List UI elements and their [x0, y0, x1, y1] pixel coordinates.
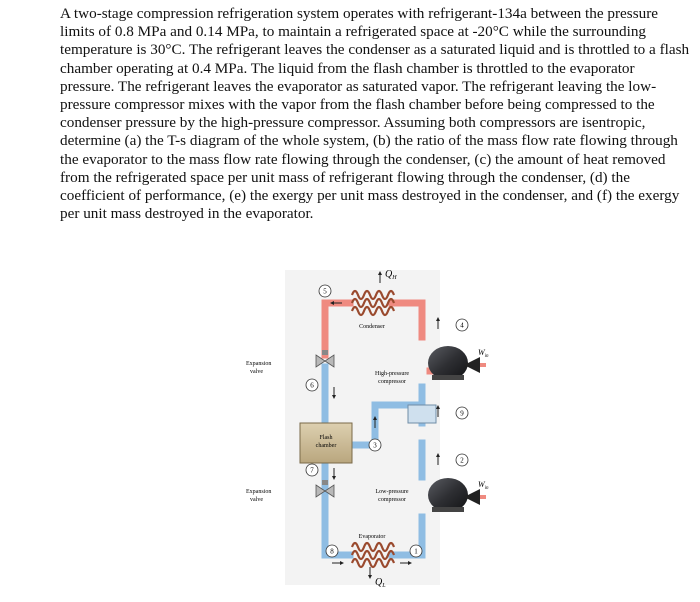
condenser-label: Condenser	[359, 324, 385, 330]
win-bottom-label: Win	[478, 480, 489, 491]
expansion-valve-bottom-label-2: valve	[250, 497, 263, 503]
svg-text:4: 4	[460, 322, 464, 330]
expansion-valve-bottom	[315, 480, 335, 498]
expansion-valve-top-label-2: valve	[250, 369, 263, 375]
state-4: 4	[455, 318, 469, 332]
pipe-flash-to-mixer	[348, 383, 426, 449]
condenser-coil	[350, 289, 396, 317]
state-3: 3	[368, 438, 382, 452]
state-1: 1	[409, 544, 423, 558]
flash-chamber-label-2: chamber	[316, 443, 337, 449]
hp-compressor-label-1: High-pressure	[375, 371, 409, 377]
evaporator-coil	[350, 541, 396, 569]
mixing-chamber	[407, 404, 437, 424]
high-pressure-compressor	[428, 346, 468, 380]
qh-label: QH	[385, 269, 397, 281]
hot-pipe-cond-right	[388, 299, 426, 341]
state-6: 6	[305, 378, 319, 392]
flash-chamber-label-1: Flash	[319, 435, 332, 441]
evaporator-label: Evaporator	[359, 534, 386, 540]
low-pressure-compressor	[428, 478, 468, 512]
state-8: 8	[325, 544, 339, 558]
svg-text:9: 9	[460, 410, 464, 418]
svg-text:6: 6	[310, 382, 314, 390]
state-9: 9	[455, 406, 469, 420]
svg-text:5: 5	[323, 288, 327, 296]
state-labels: 5 4 6 3 9 7 2 8 1	[305, 284, 469, 558]
svg-text:1: 1	[414, 548, 418, 556]
problem-statement: A two-stage compression refrigeration sy…	[60, 5, 690, 223]
cold-pipe-evap-right	[388, 513, 426, 559]
win-top-label: Win	[478, 348, 489, 359]
expansion-valve-bottom-label-1: Expansion	[246, 489, 271, 495]
expansion-valve-top-label-1: Expansion	[246, 361, 271, 367]
svg-text:7: 7	[310, 467, 314, 475]
svg-text:2: 2	[460, 457, 464, 465]
state-7: 7	[305, 463, 319, 477]
flash-chamber	[299, 422, 353, 464]
flow-arrows	[330, 301, 440, 565]
state-5: 5	[318, 284, 332, 298]
state-2: 2	[455, 453, 469, 467]
cold-pipe-left	[321, 463, 354, 559]
svg-text:3: 3	[373, 442, 377, 450]
refrigeration-system-diagram: QH Condenser Evaporator QL Flash chamber…	[246, 269, 489, 589]
lp-compressor-label-2: compressor	[378, 497, 406, 503]
ql-label: QL	[375, 577, 386, 589]
hp-compressor-label-2: compressor	[378, 379, 406, 385]
lp-compressor-label-1: Low-pressure	[376, 489, 409, 495]
svg-text:8: 8	[330, 548, 334, 556]
expansion-valve-top	[315, 350, 335, 368]
